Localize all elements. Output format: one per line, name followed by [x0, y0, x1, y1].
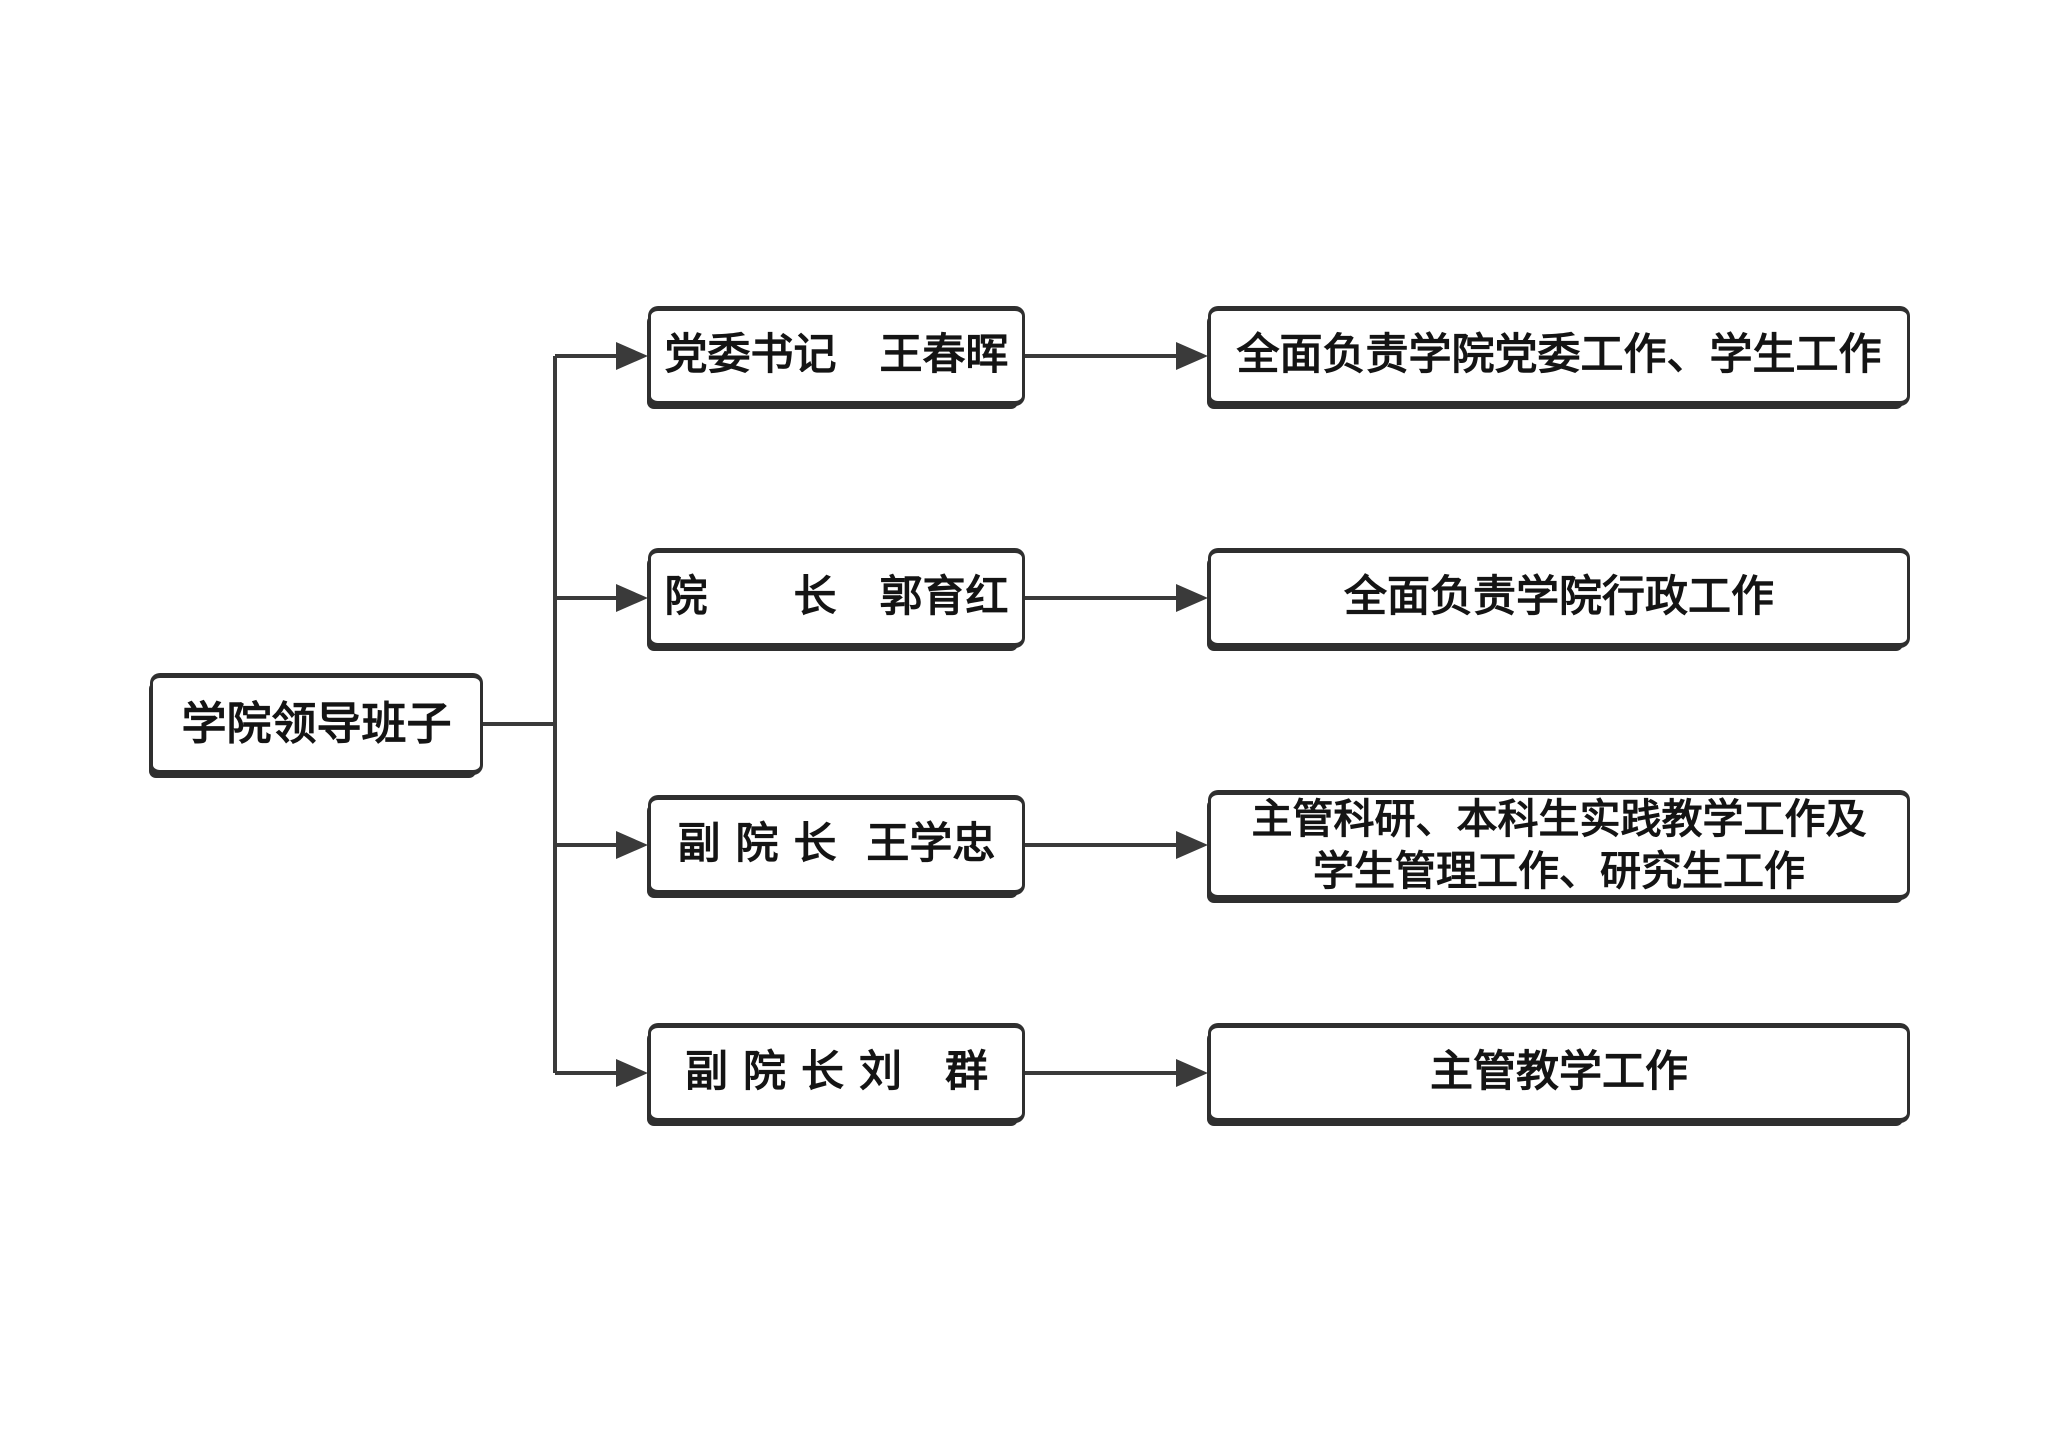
position-node-3: 副 院 长 王学忠 [648, 795, 1025, 895]
arrow-icon [616, 584, 648, 612]
duty-line: 主管科研、本科生实践教学工作及 [1251, 794, 1867, 843]
duty-line: 主管教学工作 [1430, 1047, 1688, 1098]
arrow-icon [1176, 1059, 1208, 1087]
position-label: 党委书记 王春晖 [664, 330, 1009, 381]
duty-line: 全面负责学院党委工作、学生工作 [1236, 330, 1882, 381]
position-label: 院 长 郭育红 [664, 572, 1009, 623]
position-node-4: 副 院 长 刘 群 [648, 1023, 1025, 1123]
duty-node-4: 主管教学工作 [1208, 1023, 1910, 1123]
position-label: 副 院 长 刘 群 [685, 1047, 988, 1098]
duty-node-2: 全面负责学院行政工作 [1208, 548, 1910, 648]
arrow-icon [1176, 342, 1208, 370]
position-label: 副 院 长 王学忠 [677, 819, 996, 870]
duty-line: 学生管理工作、研究生工作 [1313, 847, 1805, 895]
duty-line: 全面负责学院行政工作 [1344, 572, 1774, 623]
duty-node-3: 主管科研、本科生实践教学工作及 学生管理工作、研究生工作 [1208, 790, 1910, 900]
arrow-icon [616, 831, 648, 859]
position-node-2: 院 长 郭育红 [648, 548, 1025, 648]
root-node: 学院领导班子 [150, 673, 483, 775]
duty-node-1: 全面负责学院党委工作、学生工作 [1208, 306, 1910, 406]
arrow-icon [616, 342, 648, 370]
arrow-icon [616, 1059, 648, 1087]
position-node-1: 党委书记 王春晖 [648, 306, 1025, 406]
arrow-icon [1176, 584, 1208, 612]
arrow-icon [1176, 831, 1208, 859]
root-label: 学院领导班子 [181, 697, 452, 750]
